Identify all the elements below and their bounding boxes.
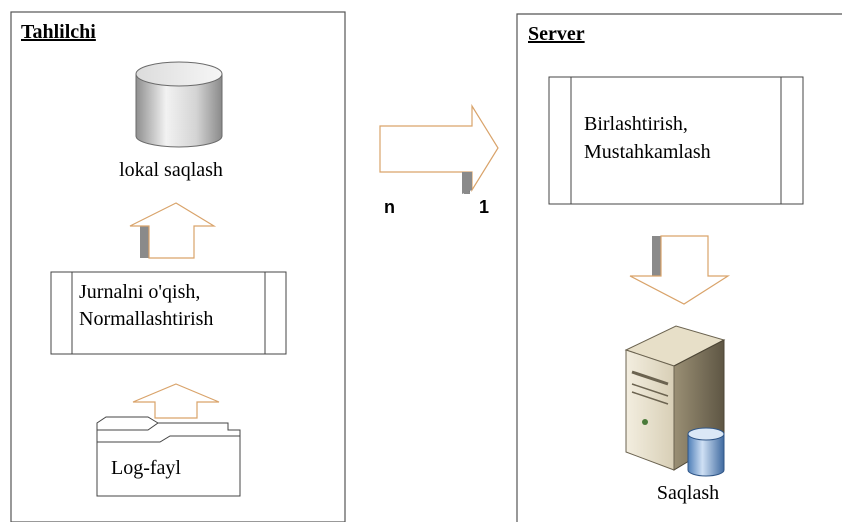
log-file-label: Log-fayl xyxy=(111,457,181,479)
local-storage-label: lokal saqlash xyxy=(119,159,223,181)
up-arrow-icon xyxy=(132,383,220,419)
read-normalize-line1: Jurnalni o'qish, xyxy=(79,281,200,303)
down-arrow-icon xyxy=(629,235,731,305)
transfer-to-label: 1 xyxy=(479,197,489,217)
server-storage-label: Saqlash xyxy=(657,482,719,504)
log-file-folder-icon xyxy=(96,416,241,497)
up-arrow-icon xyxy=(129,202,217,259)
transfer-arrow-icon xyxy=(379,103,499,194)
left-panel: Tahlilchi lokal saqlash Jurnalni o'qish,… xyxy=(10,11,346,522)
right-panel-frame xyxy=(516,13,842,522)
right-panel-title: Server xyxy=(528,23,585,45)
merge-consolidate-line2: Mustahkamlash xyxy=(584,141,711,163)
left-panel-title: Tahlilchi xyxy=(21,21,96,43)
server-storage-icon xyxy=(624,325,726,477)
merge-consolidate-process-box xyxy=(548,76,804,205)
merge-consolidate-line1: Birlashtirish, xyxy=(584,113,688,135)
transfer-from-label: n xyxy=(384,197,395,217)
local-database-icon xyxy=(135,61,223,148)
read-normalize-process-box xyxy=(50,271,287,355)
read-normalize-line2: Normallashtirish xyxy=(79,308,213,330)
right-panel: Server Birlashtirish, Mustahkamlash xyxy=(516,13,842,522)
